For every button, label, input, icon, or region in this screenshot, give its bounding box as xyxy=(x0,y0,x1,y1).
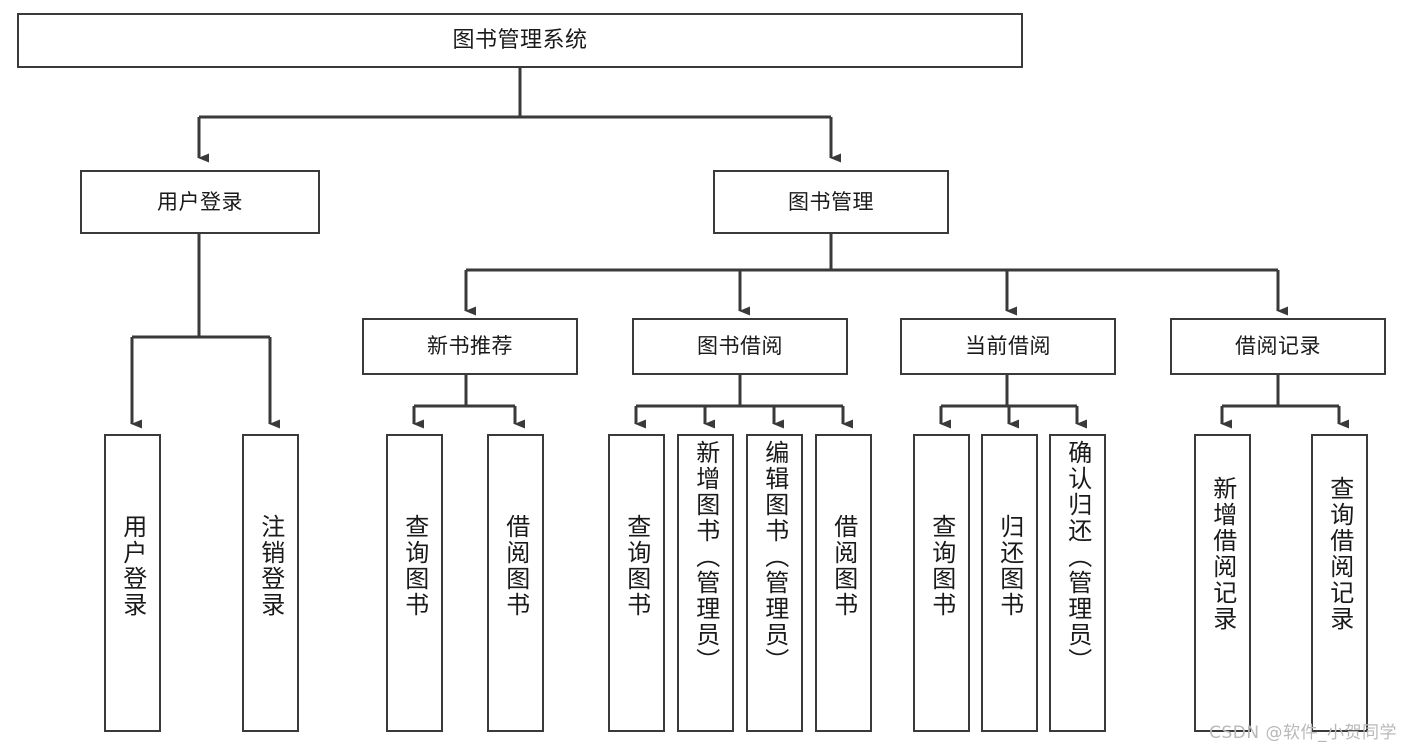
node-leaf-confirm-return[interactable]: 确认归还（管理员） xyxy=(1049,434,1106,732)
node-leaf-query-book-3-label: 查询图书 xyxy=(927,514,956,618)
node-new-book-recommend[interactable]: 新书推荐 xyxy=(362,318,578,375)
node-current-borrow-label: 当前借阅 xyxy=(965,334,1051,359)
node-user-login-label: 用户登录 xyxy=(157,189,243,214)
node-leaf-user-logout[interactable]: 注销登录 xyxy=(242,434,299,732)
node-book-borrow[interactable]: 图书借阅 xyxy=(632,318,848,375)
node-leaf-query-book-2-label: 查询图书 xyxy=(622,514,651,618)
node-root-system-label: 图书管理系统 xyxy=(452,27,588,53)
node-leaf-add-book-label: 新增图书（管理员） xyxy=(691,440,720,674)
node-leaf-edit-book-label: 编辑图书（管理员） xyxy=(760,440,789,674)
node-leaf-add-record-label: 新增借阅记录 xyxy=(1208,476,1237,632)
node-leaf-borrow-book-2-label: 借阅图书 xyxy=(829,514,858,618)
node-current-borrow[interactable]: 当前借阅 xyxy=(900,318,1116,375)
node-book-manage-label: 图书管理 xyxy=(788,189,874,214)
node-leaf-edit-book[interactable]: 编辑图书（管理员） xyxy=(746,434,803,732)
node-leaf-return-book[interactable]: 归还图书 xyxy=(981,434,1038,732)
node-book-borrow-label: 图书借阅 xyxy=(697,334,783,359)
node-leaf-query-book-2[interactable]: 查询图书 xyxy=(608,434,665,732)
node-borrow-record[interactable]: 借阅记录 xyxy=(1170,318,1386,375)
node-leaf-add-record[interactable]: 新增借阅记录 xyxy=(1194,434,1251,732)
node-borrow-record-label: 借阅记录 xyxy=(1235,334,1321,359)
node-leaf-borrow-book-2[interactable]: 借阅图书 xyxy=(815,434,872,732)
node-leaf-user-login[interactable]: 用户登录 xyxy=(104,434,161,732)
node-leaf-query-book-1-label: 查询图书 xyxy=(400,514,429,618)
node-leaf-borrow-book-1-label: 借阅图书 xyxy=(501,514,530,618)
node-leaf-query-book-1[interactable]: 查询图书 xyxy=(386,434,443,732)
node-leaf-return-book-label: 归还图书 xyxy=(995,514,1024,618)
node-leaf-user-login-label: 用户登录 xyxy=(118,514,147,618)
node-user-login[interactable]: 用户登录 xyxy=(80,170,320,234)
node-leaf-query-record-label: 查询借阅记录 xyxy=(1325,476,1354,632)
node-book-manage[interactable]: 图书管理 xyxy=(713,170,949,234)
node-leaf-confirm-return-label: 确认归还（管理员） xyxy=(1063,440,1092,674)
node-leaf-borrow-book-1[interactable]: 借阅图书 xyxy=(487,434,544,732)
csdn-watermark: CSDN @软件_小贺同学 xyxy=(1209,723,1397,743)
node-leaf-add-book[interactable]: 新增图书（管理员） xyxy=(677,434,734,732)
node-leaf-user-logout-label: 注销登录 xyxy=(256,514,285,618)
node-leaf-query-book-3[interactable]: 查询图书 xyxy=(913,434,970,732)
node-root-system[interactable]: 图书管理系统 xyxy=(17,13,1023,68)
node-leaf-query-record[interactable]: 查询借阅记录 xyxy=(1311,434,1368,732)
node-new-book-recommend-label: 新书推荐 xyxy=(427,334,513,359)
